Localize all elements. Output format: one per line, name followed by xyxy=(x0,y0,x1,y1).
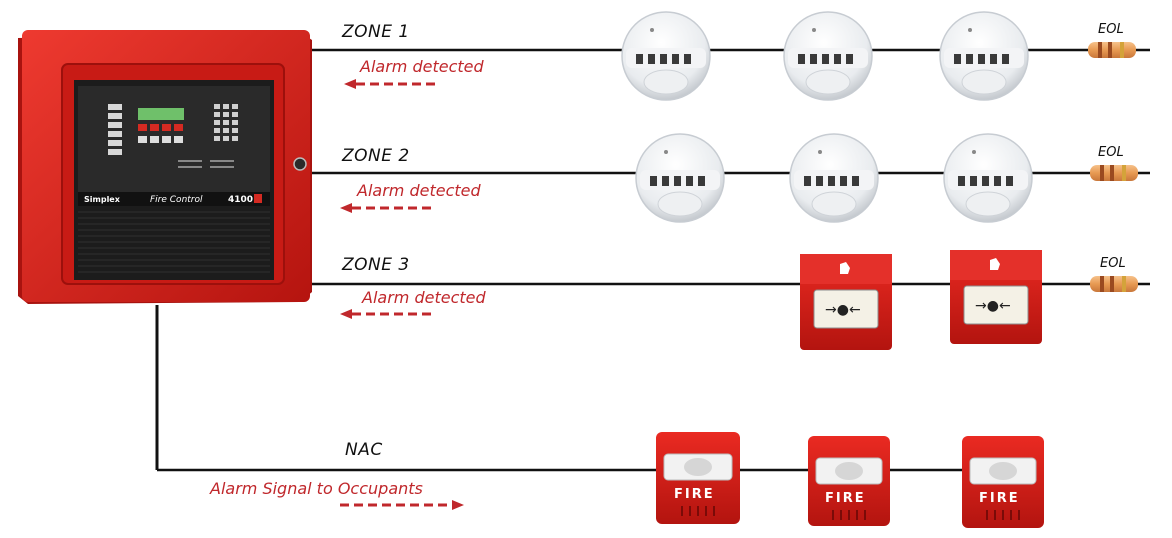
zone1-label: ZONE 1 xyxy=(342,22,410,42)
zone2-eol-label: EOL xyxy=(1098,145,1124,160)
svg-text:→●←: →●← xyxy=(975,298,1011,314)
eol-resistor-icon xyxy=(1090,165,1138,181)
fire-label: FIRE xyxy=(979,491,1020,506)
fire-control-panel: Simplex Fire Control 4100 xyxy=(18,30,312,304)
zone2-alarm-text: Alarm detected xyxy=(357,181,481,200)
eol-resistor-icon xyxy=(1090,276,1138,292)
manual-call-point-icon: →●← xyxy=(800,254,892,350)
nac-label: NAC xyxy=(345,440,383,460)
manual-call-point-icon: →●← xyxy=(950,250,1042,344)
nac-signal-arrow xyxy=(340,500,464,510)
panel-brand: Simplex xyxy=(84,195,121,204)
zone2-label: ZONE 2 xyxy=(342,146,410,166)
zone1-eol-label: EOL xyxy=(1098,22,1124,37)
fire-label: FIRE xyxy=(674,487,715,502)
panel-model: 4100 xyxy=(228,195,253,205)
zone2-alarm-arrow xyxy=(340,203,434,213)
zone3-alarm-text: Alarm detected xyxy=(362,288,486,307)
panel-control-buttons xyxy=(138,124,183,143)
eol-resistor-icon xyxy=(1088,42,1136,58)
horn-strobe-icon: FIRE xyxy=(656,432,740,524)
lcd-display xyxy=(138,108,184,120)
status-leds xyxy=(108,104,122,155)
smoke-detector-icon xyxy=(621,11,711,101)
horn-strobe-icon: FIRE xyxy=(962,436,1044,528)
horn-strobe-icon: FIRE xyxy=(808,436,890,526)
zone3-label: ZONE 3 xyxy=(342,255,410,275)
panel-title: Fire Control xyxy=(150,195,203,205)
panel-grill xyxy=(78,211,270,273)
smoke-detector-icon xyxy=(789,133,879,223)
smoke-detector-icon xyxy=(783,11,873,101)
nac-signal-text: Alarm Signal to Occupants xyxy=(210,479,423,498)
zone1-alarm-text: Alarm detected xyxy=(360,57,484,76)
zone1-alarm-arrow xyxy=(344,79,438,89)
zone3-alarm-arrow xyxy=(340,309,434,319)
fire-label: FIRE xyxy=(825,491,866,506)
zone3-eol-label: EOL xyxy=(1100,256,1126,271)
panel-lock-icon xyxy=(293,157,307,171)
smoke-detector-icon xyxy=(939,11,1029,101)
smoke-detector-icon xyxy=(943,133,1033,223)
smoke-detector-icon xyxy=(635,133,725,223)
svg-text:→●←: →●← xyxy=(825,302,861,318)
panel-keypad xyxy=(214,104,238,141)
